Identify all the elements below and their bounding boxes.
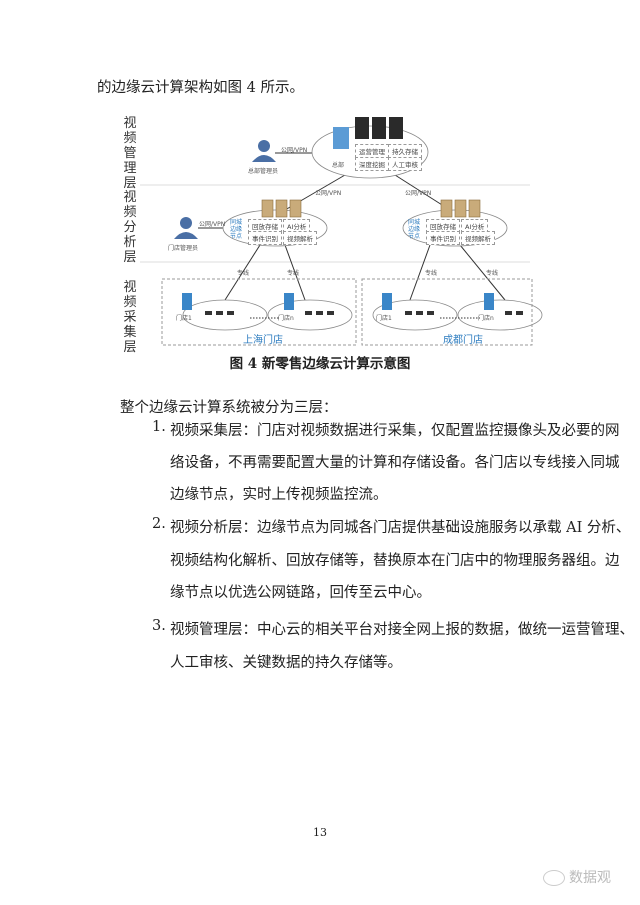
- list-number: 1.: [152, 419, 166, 435]
- link-line: [284, 244, 306, 301]
- admin-icons: [174, 140, 276, 239]
- edge-function: 视频解析: [461, 231, 495, 245]
- page-number: 13: [313, 826, 327, 839]
- list-text: 络设备，不再需要配置大量的计算和存储设备。各门店以专线接入同城: [170, 455, 620, 471]
- store-label: 门店n: [478, 315, 494, 322]
- link-line: [224, 244, 261, 301]
- hq-function: 人工审核: [388, 157, 422, 171]
- list-text: 视频管理层：中心云的相关平台对接全网上报的数据，做统一运营管理、: [170, 622, 634, 638]
- link-label: 公网/VPN: [405, 190, 432, 197]
- region-label-shanghai: 上海门店: [243, 335, 283, 346]
- private-line-label: 专线: [425, 270, 438, 277]
- link-label: 公网/VPN: [315, 190, 342, 197]
- list-text: 视频结构化解析、回放存储等，替换原本在门店中的物理服务器组。边: [170, 553, 620, 569]
- link-label: 公网/VPN: [199, 221, 226, 228]
- link-label: 公网/VPN: [281, 147, 308, 154]
- hq-building-icon: [333, 127, 349, 149]
- list-text: 视频分析层：边缘节点为同城各门店提供基础设施服务以承载 AI 分析、: [170, 520, 631, 536]
- store-label: 门店1: [376, 315, 392, 322]
- figure-caption: 图 4 新零售边缘云计算示意图: [229, 356, 411, 372]
- layer-label-analysis: 视频分析层: [123, 190, 137, 265]
- edge-function: 事件识别: [426, 231, 460, 245]
- hq-admin-label: 总部管理员: [248, 168, 279, 175]
- hq-function: 持久存储: [388, 144, 422, 158]
- region-label-chengdu: 成都门店: [443, 335, 483, 346]
- layer-label-collection: 视频采集层: [123, 280, 137, 355]
- layer-label-management: 视频管理层: [123, 116, 137, 191]
- list-text: 缘节点以优选公网链路，回传至云中心。: [170, 585, 431, 601]
- store-label: 门店1: [176, 315, 192, 322]
- list-text: 视频采集层：门店对视频数据进行采集，仅配置监控摄像头及必要的网: [170, 423, 620, 439]
- link-line: [409, 244, 431, 301]
- hq-function: 深度挖掘: [355, 157, 389, 171]
- list-number: 2.: [152, 516, 166, 532]
- hq-server-icons: [355, 117, 403, 139]
- edge-server-icons: [261, 199, 481, 218]
- wechat-icon: [543, 870, 565, 886]
- intro-line: 的边缘云计算架构如图 4 所示。: [97, 80, 304, 96]
- edge-node-label: 同城边缘节点: [408, 219, 421, 240]
- region-box-chengdu: [361, 278, 533, 346]
- watermark: 数据观: [543, 867, 611, 887]
- watermark-text: 数据观: [569, 870, 611, 886]
- private-line-label: 专线: [486, 270, 499, 277]
- edge-function: 视频解析: [283, 231, 317, 245]
- list-text: 人工审核、关键数据的持久存储等。: [170, 655, 402, 671]
- private-line-label: 专线: [237, 270, 250, 277]
- store-building-icons: [182, 293, 494, 310]
- hq-function: 运营管理: [355, 144, 389, 158]
- list-text: 边缘节点，实时上传视频监控流。: [170, 487, 388, 503]
- edge-node-label: 同城边缘节点: [230, 219, 243, 240]
- edge-function: 事件识别: [248, 231, 282, 245]
- private-line-label: 专线: [287, 270, 300, 277]
- camera-icons: [205, 311, 523, 315]
- link-line: [459, 244, 506, 301]
- store-admin-label: 门店管理员: [168, 245, 199, 252]
- hq-label: 总部: [332, 162, 345, 169]
- summary-line: 整个边缘云计算系统被分为三层：: [120, 400, 338, 416]
- store-label: 门店n: [278, 315, 294, 322]
- region-box-shanghai: [161, 278, 357, 346]
- list-number: 3.: [152, 618, 166, 634]
